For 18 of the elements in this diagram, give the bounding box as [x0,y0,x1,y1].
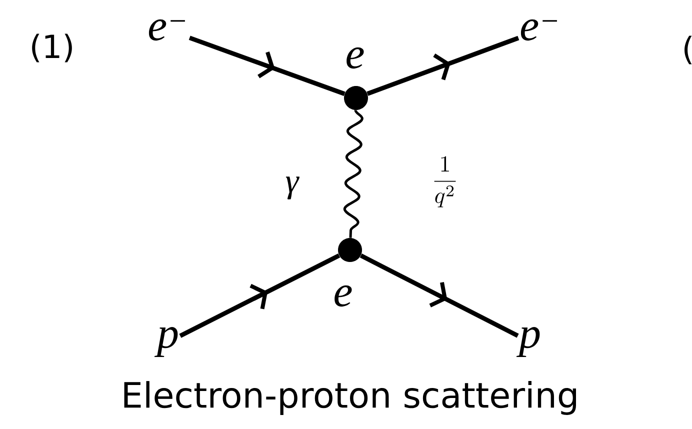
particle-label: e$^{−}$ [520,19,557,41]
vertex-dot [338,238,362,262]
fermion-line [188,36,346,96]
fermion-line [366,36,520,96]
diagram-number: (1) [32,34,72,62]
particle-label: e$^{−}$ [148,19,185,41]
particle-label: p [154,326,178,358]
symbol-label: e [346,47,364,69]
photon-line [343,110,364,238]
vertex-dot [344,86,368,110]
diagram-number: ( [684,36,692,64]
particle-label: p [516,326,540,358]
fermion-line [360,254,519,338]
caption: Electron-proton scattering [124,381,576,415]
symbol-label: e [334,285,352,307]
fraction-label: $\frac{1}{q^{2}}$ [434,156,456,208]
symbol-label: γ [286,176,300,200]
fermion-line [179,254,340,338]
